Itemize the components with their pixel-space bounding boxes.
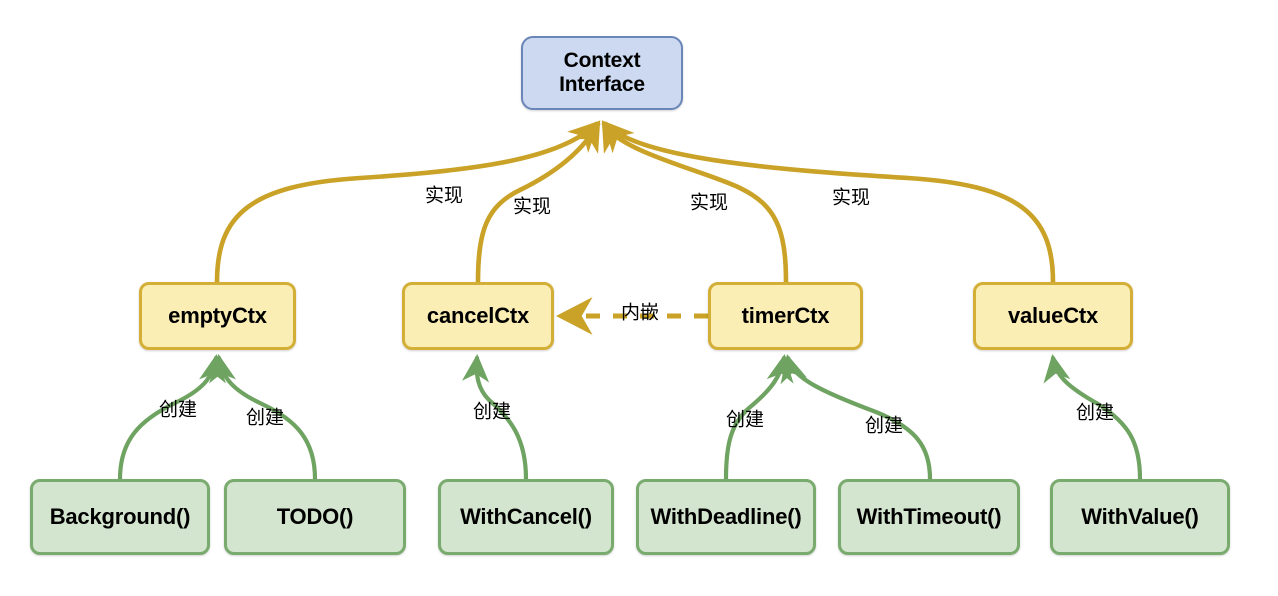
edge-valuectx-implements-interface [603, 120, 1056, 285]
node-valuectx[interactable]: valueCtx [973, 282, 1133, 350]
node-withvalue[interactable]: WithValue() [1050, 479, 1230, 555]
edge-label-timerctx-embeds-cancelctx: 内嵌 [620, 301, 660, 324]
node-withvalue-label: WithValue() [1081, 503, 1199, 529]
node-cancelctx-label: cancelCtx [426, 302, 530, 328]
edge-label-background-creates: 创建 [158, 398, 198, 421]
node-withtimeout-label: WithTimeout() [856, 503, 1002, 529]
node-timerctx[interactable]: timerCtx [708, 282, 863, 350]
node-todo-label: TODO() [276, 503, 354, 529]
edge-todo-creates-emptyctx [209, 354, 318, 482]
edge-label-timerctx-implements: 实现 [689, 191, 729, 214]
edge-label-withtimeout-creates: 创建 [864, 414, 904, 437]
edge-label-withdeadline-creates: 创建 [725, 408, 765, 431]
edge-label-withcancel-creates: 创建 [472, 400, 512, 423]
node-withtimeout[interactable]: WithTimeout() [838, 479, 1020, 555]
creates-edges [117, 353, 1143, 482]
node-withcancel-label: WithCancel() [460, 503, 592, 529]
node-background[interactable]: Background() [30, 479, 210, 555]
edge-withdeadline-creates-timerctx [723, 354, 794, 482]
edge-emptyctx-implements-interface [214, 120, 600, 285]
node-withdeadline-label: WithDeadline() [650, 503, 802, 529]
node-withcancel[interactable]: WithCancel() [438, 479, 614, 555]
edge-cancelctx-implements-interface [475, 120, 601, 285]
node-background-label: Background() [49, 503, 191, 529]
node-context-interface-label-line1: Context [563, 49, 641, 73]
edge-label-todo-creates: 创建 [245, 406, 285, 429]
implements-edges [214, 120, 1056, 285]
edge-withtimeout-creates-timerctx [780, 354, 933, 482]
edge-withcancel-creates-cancelctx [461, 353, 529, 482]
node-emptyctx[interactable]: emptyCtx [139, 282, 296, 350]
edge-label-valuectx-implements: 实现 [831, 186, 871, 209]
node-context-interface[interactable]: Context Interface [521, 36, 683, 110]
node-emptyctx-label: emptyCtx [168, 302, 267, 328]
node-todo[interactable]: TODO() [224, 479, 406, 555]
node-timerctx-label: timerCtx [741, 302, 830, 328]
edge-label-withvalue-creates: 创建 [1075, 401, 1115, 424]
edge-label-cancelctx-implements: 实现 [512, 195, 552, 218]
edge-withvalue-creates-valuectx [1043, 354, 1143, 482]
node-context-interface-label-line2: Interface [559, 73, 645, 96]
node-valuectx-label: valueCtx [1007, 302, 1099, 328]
node-cancelctx[interactable]: cancelCtx [402, 282, 554, 350]
node-withdeadline[interactable]: WithDeadline() [636, 479, 816, 555]
edge-label-emptyctx-implements: 实现 [424, 184, 464, 207]
